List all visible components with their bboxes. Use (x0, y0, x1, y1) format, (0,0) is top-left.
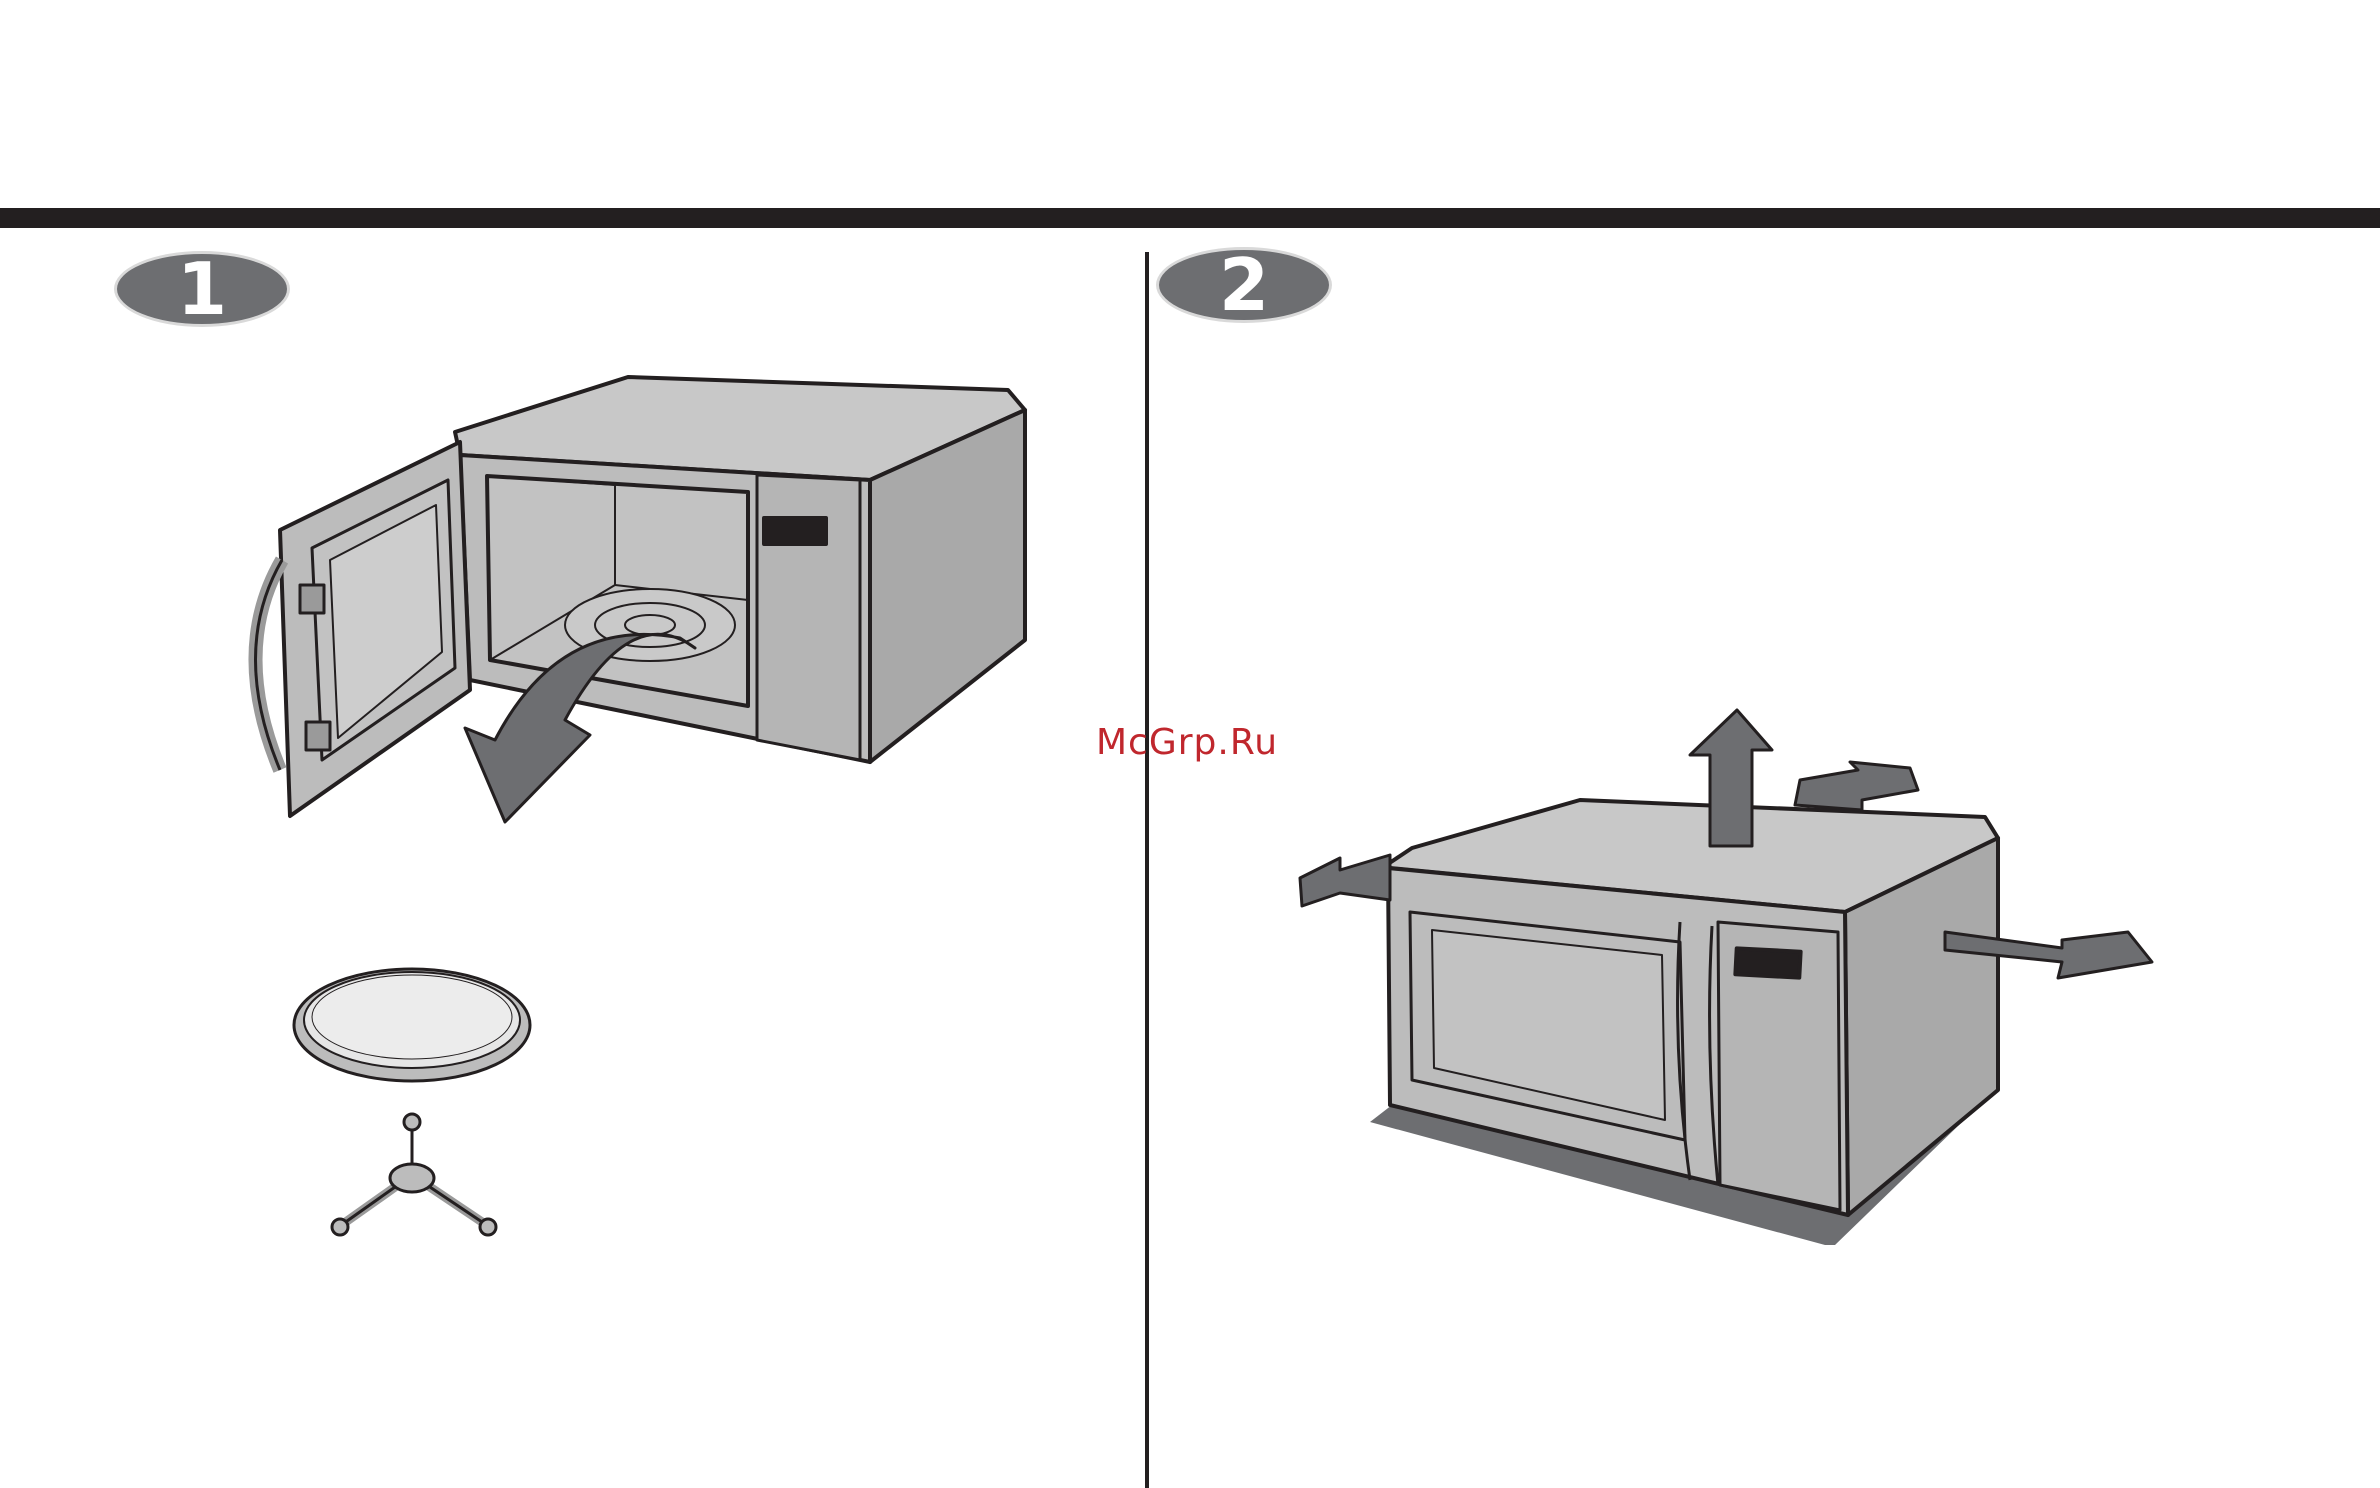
door-hinge (306, 722, 330, 750)
closed-microwave-illustration (1388, 800, 1998, 1215)
back-arrow-icon (1795, 762, 1918, 810)
display-panel (764, 518, 826, 544)
glass-tray-illustration (294, 969, 530, 1081)
roller-support-illustration (332, 1114, 496, 1235)
left-arrow-icon (1300, 855, 1390, 906)
watermark-text: McGrp.Ru (1096, 722, 1278, 763)
open-microwave-illustration (255, 377, 1025, 816)
display-panel (1735, 948, 1800, 977)
door-hinge (300, 585, 324, 613)
